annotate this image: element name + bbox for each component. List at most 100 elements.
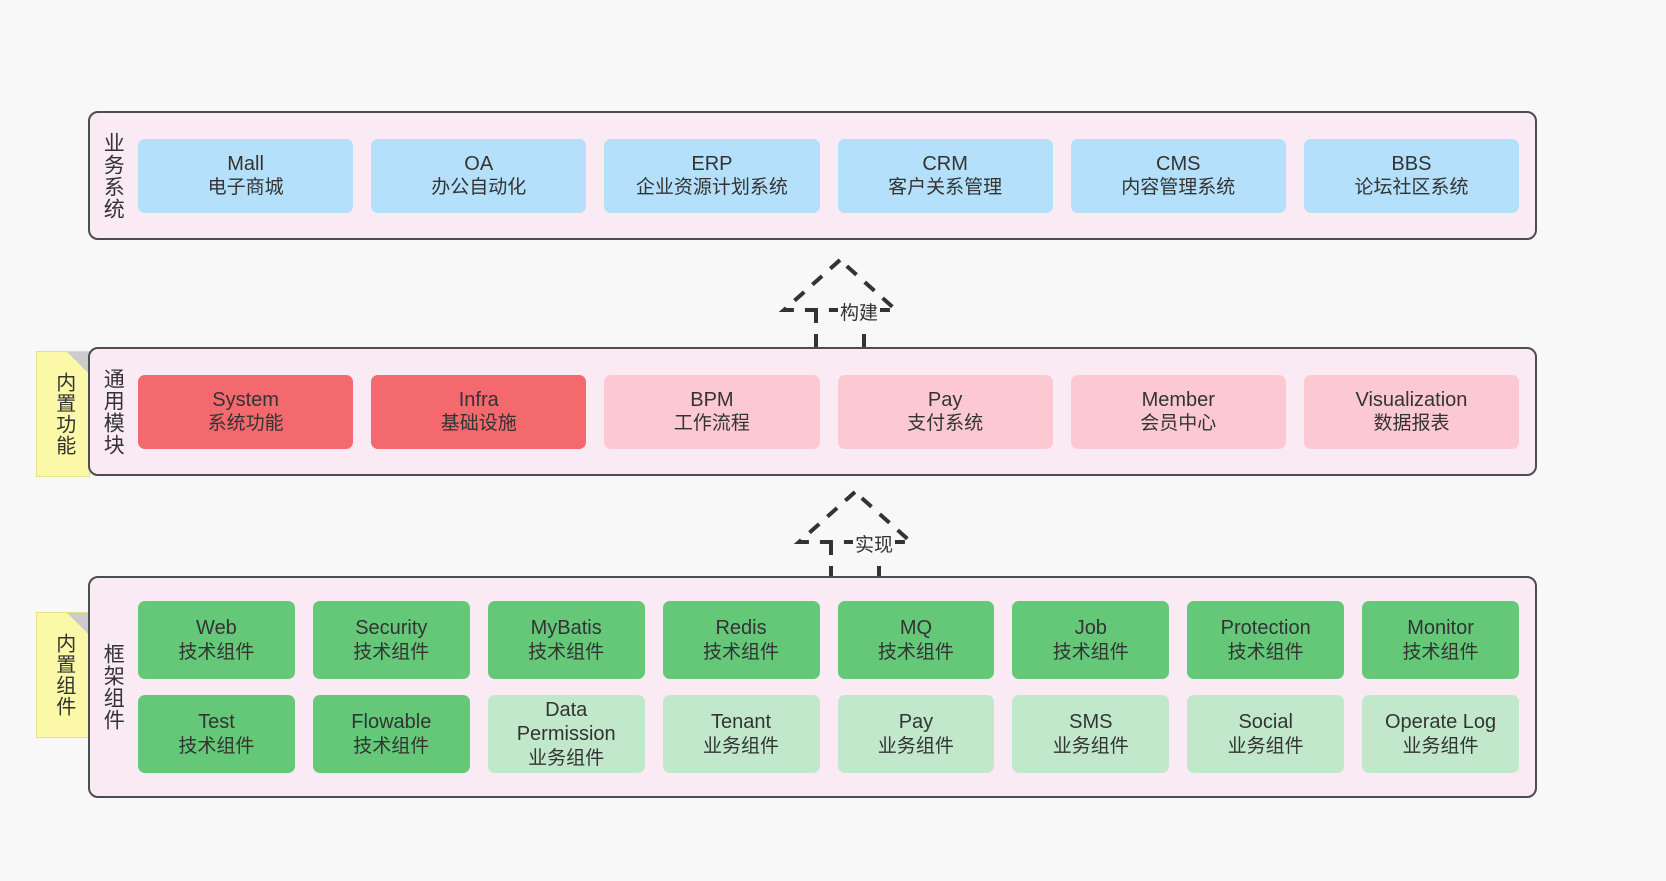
node-title: Web: [196, 617, 237, 640]
layer-row: Test 技术组件 Flowable 技术组件 Data Permission …: [138, 695, 1519, 773]
node-title: Protection: [1220, 617, 1311, 640]
arrow-implement: 实现: [775, 489, 935, 586]
node-desc: 技术组件: [178, 641, 255, 663]
note-builtin-features: 内置功能: [36, 351, 90, 477]
node-data-permission[interactable]: Data Permission 业务组件: [487, 695, 645, 773]
node-test[interactable]: Test 技术组件: [138, 695, 295, 773]
node-title: Infra: [458, 388, 499, 411]
node-desc: 系统功能: [207, 413, 284, 435]
node-desc: 技术组件: [1052, 641, 1129, 663]
layer-body-business: Mall 电子商城 OA 办公自动化 ERP 企业资源计划系统 CRM 客户关系…: [134, 113, 1535, 238]
node-title: System: [212, 388, 279, 411]
node-social[interactable]: Social 业务组件: [1187, 695, 1345, 773]
node-title: BPM: [690, 388, 734, 411]
node-title: Visualization: [1355, 388, 1468, 411]
node-desc: 业务组件: [528, 747, 605, 769]
node-title: Redis: [715, 617, 767, 640]
node-title: Operate Log: [1384, 711, 1497, 734]
node-desc: 业务组件: [1227, 735, 1304, 757]
node-title: Flowable: [351, 711, 432, 734]
node-desc: 企业资源计划系统: [635, 177, 788, 199]
node-title: MQ: [899, 617, 933, 640]
node-infra[interactable]: Infra 基础设施: [371, 374, 587, 449]
node-pay-business[interactable]: Pay 业务组件: [837, 695, 995, 773]
node-mybatis[interactable]: MyBatis 技术组件: [487, 601, 645, 679]
node-pay[interactable]: Pay 支付系统: [837, 374, 1053, 449]
node-desc: 技术组件: [1227, 641, 1304, 663]
arrow-build: 构建: [760, 257, 920, 354]
node-desc: 支付系统: [907, 413, 984, 435]
node-title: Job: [1074, 617, 1107, 640]
layer-common-modules: 通用模块 System 系统功能 Infra 基础设施 BPM 工作流程 Pay…: [88, 347, 1537, 476]
arrow-implement-label: 实现: [853, 530, 896, 557]
node-title: Test: [198, 711, 235, 734]
node-desc: 技术组件: [877, 641, 954, 663]
node-desc: 业务组件: [877, 735, 954, 757]
node-title: Data Permission: [516, 699, 616, 746]
node-desc: 办公自动化: [431, 177, 527, 199]
node-crm[interactable]: CRM 客户关系管理: [837, 138, 1053, 213]
node-oa[interactable]: OA 办公自动化: [371, 138, 587, 213]
layer-body-framework: Web 技术组件 Security 技术组件 MyBatis 技术组件 Redi…: [134, 578, 1535, 796]
node-desc: 会员中心: [1140, 413, 1217, 435]
node-desc: 基础设施: [440, 413, 517, 435]
node-title: Member: [1141, 388, 1215, 411]
layer-row: Web 技术组件 Security 技术组件 MyBatis 技术组件 Redi…: [138, 601, 1519, 679]
node-system[interactable]: System 系统功能: [138, 374, 354, 449]
node-desc: 技术组件: [703, 641, 780, 663]
layer-business-systems: 业务系统 Mall 电子商城 OA 办公自动化 ERP 企业资源计划系统 CRM…: [88, 111, 1537, 240]
node-desc: 技术组件: [178, 735, 255, 757]
node-desc: 业务组件: [1052, 735, 1129, 757]
node-visualization[interactable]: Visualization 数据报表: [1303, 374, 1520, 449]
node-title: Pay: [898, 711, 934, 734]
node-desc: 数据报表: [1373, 413, 1450, 435]
node-title: Social: [1238, 711, 1293, 734]
node-title: CMS: [1156, 152, 1201, 175]
node-job[interactable]: Job 技术组件: [1012, 601, 1170, 679]
layer-body-modules: System 系统功能 Infra 基础设施 BPM 工作流程 Pay 支付系统…: [134, 349, 1535, 474]
node-erp[interactable]: ERP 企业资源计划系统: [604, 138, 820, 213]
node-desc: 业务组件: [703, 735, 780, 757]
node-title: SMS: [1069, 711, 1113, 734]
node-operate-log[interactable]: Operate Log 业务组件: [1362, 695, 1519, 773]
node-title: ERP: [691, 152, 733, 175]
node-title: BBS: [1391, 152, 1432, 175]
node-title: Security: [355, 617, 428, 640]
node-sms[interactable]: SMS 业务组件: [1012, 695, 1170, 773]
layer-title-framework: 框架组件: [101, 643, 125, 731]
node-redis[interactable]: Redis 技术组件: [662, 601, 820, 679]
node-protection[interactable]: Protection 技术组件: [1187, 601, 1345, 679]
note-builtin-components: 内置组件: [36, 612, 90, 738]
node-web[interactable]: Web 技术组件: [138, 601, 295, 679]
node-bpm[interactable]: BPM 工作流程: [604, 374, 820, 449]
node-member[interactable]: Member 会员中心: [1070, 374, 1286, 449]
node-desc: 客户关系管理: [888, 177, 1003, 199]
node-desc: 内容管理系统: [1121, 177, 1236, 199]
node-desc: 论坛社区系统: [1354, 177, 1469, 199]
node-monitor[interactable]: Monitor 技术组件: [1362, 601, 1519, 679]
node-title: OA: [464, 152, 494, 175]
node-title: Mall: [227, 152, 264, 175]
node-bbs[interactable]: BBS 论坛社区系统: [1303, 138, 1520, 213]
node-title: Monitor: [1407, 617, 1474, 640]
node-desc: 业务组件: [1402, 735, 1479, 757]
layer-title-business: 业务系统: [101, 131, 125, 220]
node-desc: 技术组件: [353, 735, 430, 757]
node-security[interactable]: Security 技术组件: [312, 601, 470, 679]
layer-row: Mall 电子商城 OA 办公自动化 ERP 企业资源计划系统 CRM 客户关系…: [138, 138, 1520, 213]
node-title: MyBatis: [530, 617, 602, 640]
layer-framework-components: 框架组件 Web 技术组件 Security 技术组件 MyBatis 技术组件…: [88, 576, 1537, 798]
node-title: CRM: [922, 152, 968, 175]
node-desc: 电子商城: [207, 177, 284, 199]
node-mall[interactable]: Mall 电子商城: [138, 138, 354, 213]
node-cms[interactable]: CMS 内容管理系统: [1070, 138, 1286, 213]
layer-title-modules: 通用模块: [101, 367, 125, 456]
layer-row: System 系统功能 Infra 基础设施 BPM 工作流程 Pay 支付系统…: [138, 374, 1520, 449]
node-desc: 技术组件: [353, 641, 430, 663]
node-tenant[interactable]: Tenant 业务组件: [662, 695, 820, 773]
node-flowable[interactable]: Flowable 技术组件: [312, 695, 470, 773]
node-mq[interactable]: MQ 技术组件: [837, 601, 995, 679]
node-desc: 工作流程: [673, 413, 750, 435]
arrow-build-label: 构建: [838, 298, 881, 325]
node-desc: 技术组件: [528, 641, 605, 663]
